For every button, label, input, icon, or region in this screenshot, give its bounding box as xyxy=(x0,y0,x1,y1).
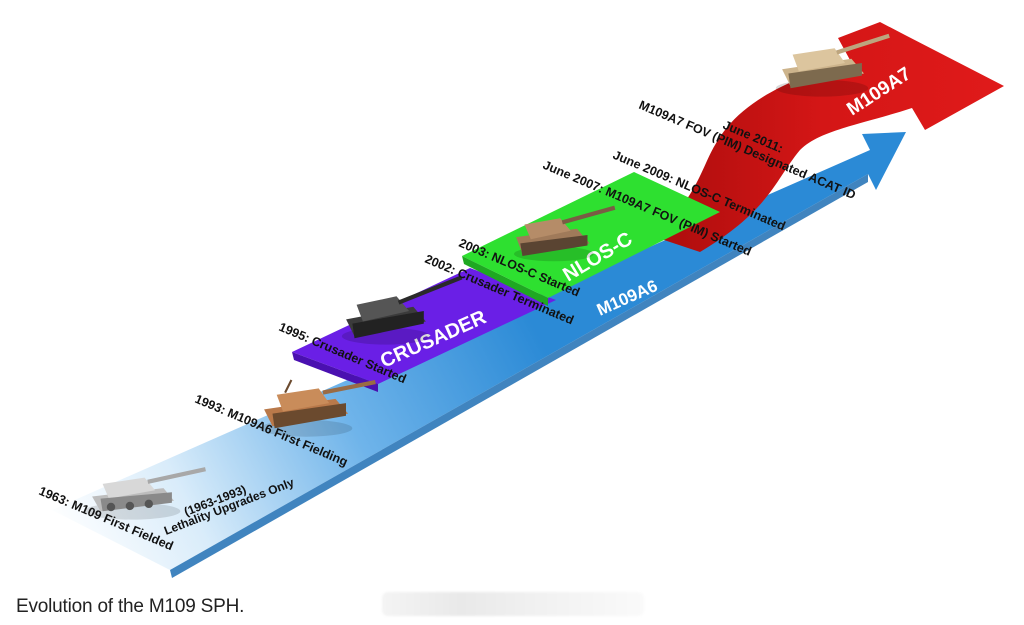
blurred-watermark xyxy=(382,592,644,616)
figure-caption: Evolution of the M109 SPH. xyxy=(16,596,244,618)
m109-evolution-diagram: CRUSADER NLOS-C M109A6 M109A7 xyxy=(0,0,1024,590)
m109-band xyxy=(52,132,906,570)
